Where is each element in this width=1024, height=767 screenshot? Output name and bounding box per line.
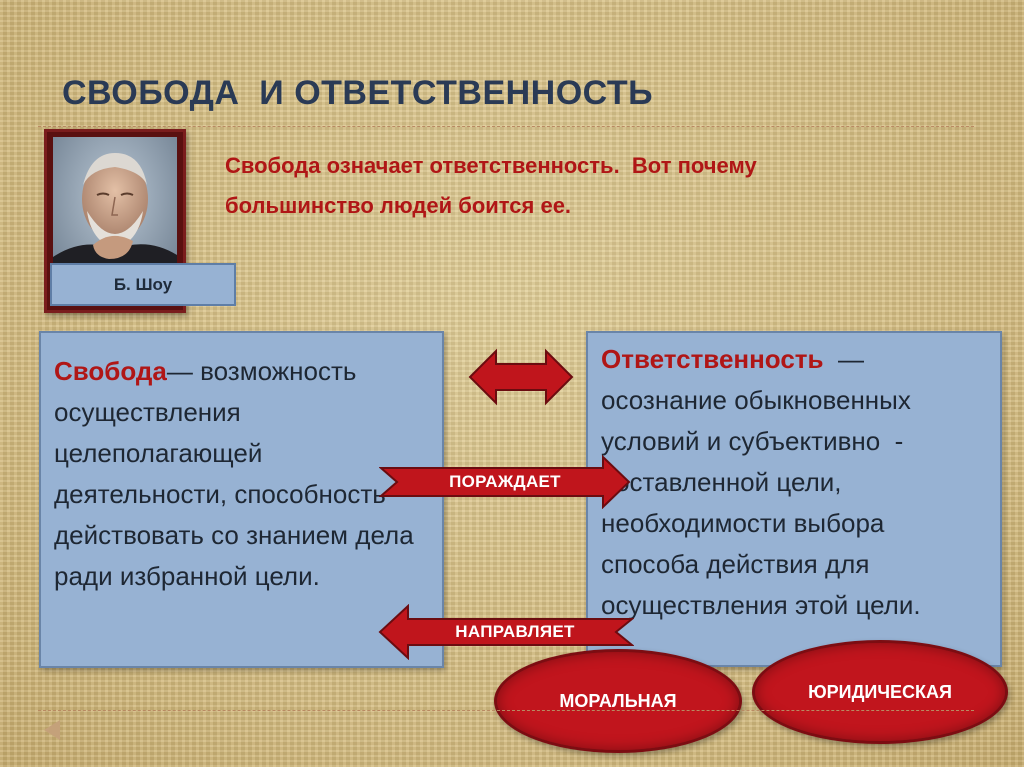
quote-line-2: большинство людей боится ее. bbox=[225, 193, 572, 218]
bottom-divider bbox=[38, 710, 974, 711]
responsibility-term: Ответственность bbox=[601, 344, 824, 374]
freedom-definition-box: Свобода— возможность осуществления целеп… bbox=[39, 331, 444, 668]
generates-label: ПОРАЖДАЕТ bbox=[449, 472, 561, 491]
moral-responsibility-oval: МОРАЛЬНАЯ bbox=[494, 649, 742, 753]
freedom-term: Свобода bbox=[54, 356, 167, 386]
legal-responsibility-oval: ЮРИДИЧЕСКАЯ bbox=[752, 640, 1008, 744]
responsibility-definition-box: Ответственность — осознание обыкновенных… bbox=[586, 331, 1002, 667]
responsibility-definition-text: — осознание обыкновенных условий и субъе… bbox=[601, 344, 947, 620]
slide-title: СВОБОДА И ОТВЕТСТВЕННОСТЬ bbox=[62, 74, 654, 112]
quote-line-1: Свобода означает ответственность. Вот по… bbox=[225, 153, 757, 178]
title-divider bbox=[38, 126, 974, 127]
freedom-definition-text: — возможность осуществления целеполагающ… bbox=[54, 356, 414, 591]
directs-arrow-icon bbox=[378, 604, 634, 660]
previous-slide-icon[interactable] bbox=[44, 720, 60, 740]
double-arrow-icon bbox=[468, 348, 574, 406]
quote: Свобода означает ответственность. Вот по… bbox=[225, 146, 965, 226]
directs-label: НАПРАВЛЯЕТ bbox=[455, 622, 575, 641]
author-label: Б. Шоу bbox=[50, 263, 236, 306]
generates-arrow-icon bbox=[379, 455, 631, 509]
